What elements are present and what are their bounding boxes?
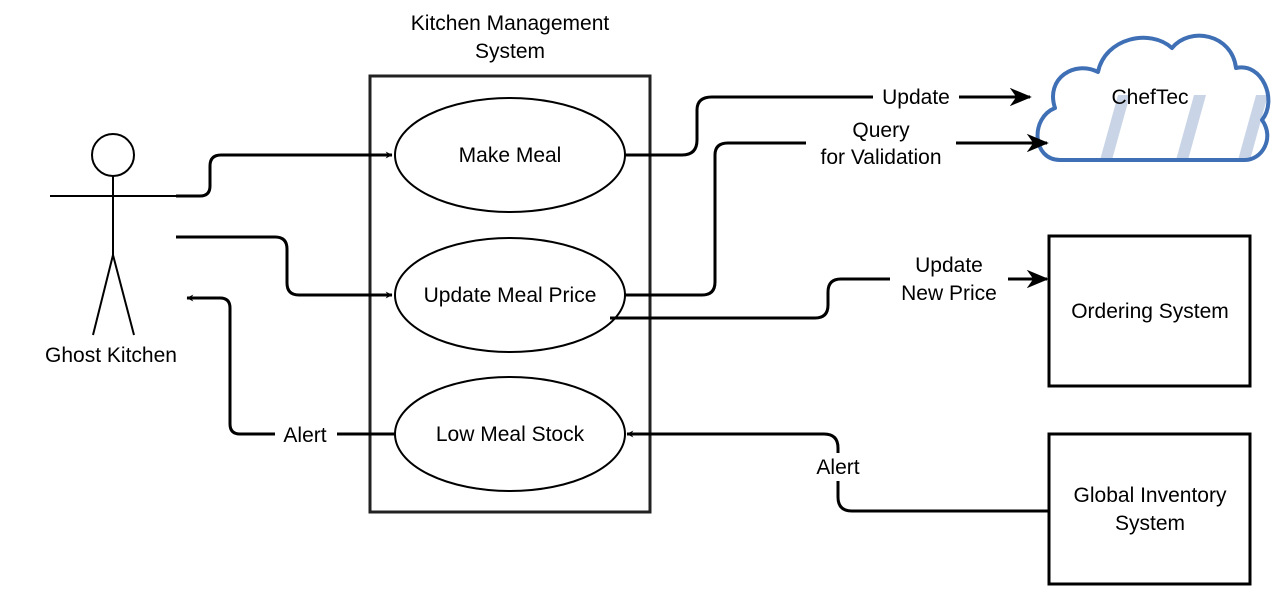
actor-ghost-kitchen	[50, 133, 176, 336]
edge-low-stock-to-actor	[186, 294, 395, 436]
edge-alert-to-actor-label-bg	[275, 420, 337, 448]
system-title-line1: Kitchen Management	[411, 12, 610, 35]
edge-actor-to-make-meal	[176, 151, 393, 198]
edge-update-price-to-ordering	[610, 269, 1049, 320]
edge-alert-from-inventory-label-bg	[808, 453, 868, 481]
edge-update-price-to-cheftec	[625, 133, 1049, 297]
box-ordering-system-label: Ordering System	[1071, 300, 1229, 323]
cloud-cheftec	[1035, 33, 1271, 162]
edge-update-label-bg	[873, 83, 959, 111]
actor-label: Ghost Kitchen	[45, 344, 177, 367]
box-ordering-system	[1047, 234, 1252, 388]
edge-update-price-label-bg	[890, 251, 1008, 307]
edge-query-label-line2: for Validation	[820, 146, 941, 169]
edge-actor-to-update-price	[176, 235, 393, 299]
actor-right-leg	[112, 254, 135, 336]
edge-query-label-line1: Query	[852, 119, 910, 142]
edge-update-price-label-line2: New Price	[901, 282, 997, 305]
use-case-low-meal-stock-label: Low Meal Stock	[436, 423, 585, 446]
use-case-update-meal-price-label: Update Meal Price	[424, 284, 597, 307]
edge-alert-to-actor-label: Alert	[283, 424, 326, 447]
actor-left-leg	[92, 254, 114, 336]
edge-update-price-label-line1: Update	[915, 254, 983, 277]
box-global-inventory-system	[1047, 432, 1252, 586]
box-global-inventory-label-line2: System	[1115, 512, 1185, 535]
actor-head	[91, 133, 135, 177]
system-title-line2: System	[475, 40, 545, 63]
use-case-make-meal-label: Make Meal	[459, 144, 562, 167]
edge-update-label: Update	[882, 86, 950, 109]
box-global-inventory-label-line1: Global Inventory	[1074, 484, 1227, 507]
edge-alert-from-inventory-label: Alert	[816, 456, 859, 479]
cloud-cheftec-label: ChefTec	[1111, 86, 1188, 109]
edge-query-label-bg	[806, 116, 956, 172]
edge-make-meal-to-cheftec	[625, 87, 1032, 157]
